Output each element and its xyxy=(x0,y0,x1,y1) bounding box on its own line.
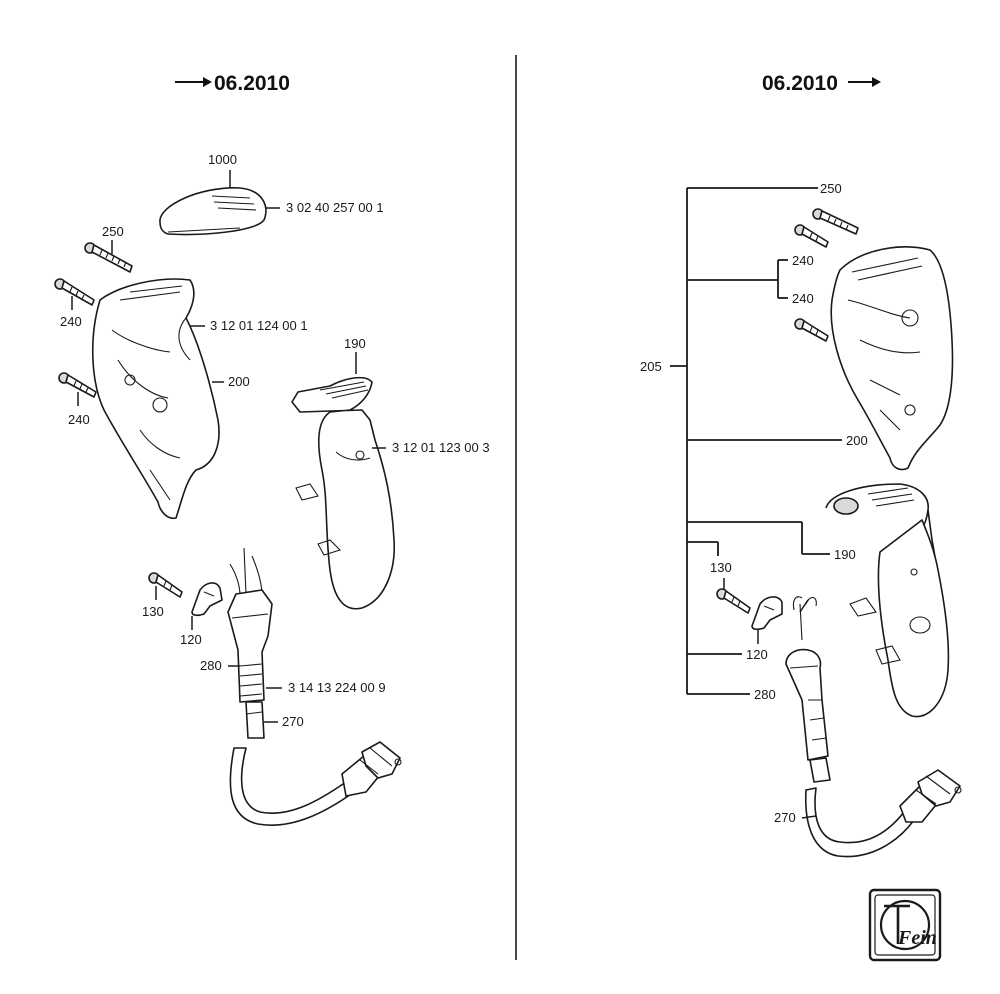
left-header-date: 06.2010 xyxy=(214,72,290,95)
screw-240-right-lower xyxy=(794,318,829,342)
label-200-left: 200 xyxy=(228,374,250,389)
part-280-cable-sleeve-left xyxy=(227,547,273,703)
label-250-left: 250 xyxy=(102,224,124,239)
label-270-right: 270 xyxy=(774,810,796,825)
label-130-left: 130 xyxy=(142,604,164,619)
left-header: 06.2010 xyxy=(175,72,290,95)
partno-1000: 3 02 40 257 00 1 xyxy=(286,200,384,215)
label-280-left: 280 xyxy=(200,658,222,673)
kit-205-bracket xyxy=(670,187,842,695)
label-240-left-b: 240 xyxy=(68,412,90,427)
partno-200: 3 12 01 124 00 1 xyxy=(210,318,308,333)
label-130-right: 130 xyxy=(710,560,732,575)
label-205-right: 205 xyxy=(640,359,662,374)
label-250-right: 250 xyxy=(820,181,842,196)
part-190-handle-shell xyxy=(291,376,396,610)
screw-240-upper xyxy=(54,278,95,306)
arrow-right-icon xyxy=(872,77,881,87)
screw-240-right-upper xyxy=(794,224,829,248)
right-header-date: 06.2010 xyxy=(762,72,838,95)
label-280-right: 280 xyxy=(754,687,776,702)
fein-logo-wordmark: Fein xyxy=(897,927,937,949)
label-1000: 1000 xyxy=(208,152,237,167)
label-120-left: 120 xyxy=(180,632,202,647)
screw-130-right xyxy=(716,588,751,614)
part-1000-switch-cap xyxy=(159,187,267,236)
label-240-left-a: 240 xyxy=(60,314,82,329)
label-270-left: 270 xyxy=(282,714,304,729)
partno-280: 3 14 13 224 00 9 xyxy=(288,680,386,695)
screw-250 xyxy=(84,242,133,273)
screw-240-lower xyxy=(58,372,97,398)
arrow-right-icon xyxy=(203,77,212,87)
partno-190: 3 12 01 123 00 3 xyxy=(392,440,490,455)
part-280-cable-sleeve-right xyxy=(785,596,829,761)
screw-130-left xyxy=(148,572,183,598)
part-190-handle-right xyxy=(825,483,950,718)
right-header: 06.2010 xyxy=(762,72,881,95)
fein-logo: Fein xyxy=(868,888,942,962)
screw-250-right xyxy=(812,208,859,235)
part-200-housing-half-right xyxy=(830,246,954,471)
part-270-power-cord-right xyxy=(804,757,962,858)
part-120-clamp-right xyxy=(751,596,783,631)
label-190-left: 190 xyxy=(344,336,366,351)
right-panel: 06.2010 250 240 240 205 200 190 xyxy=(640,72,962,858)
label-190-right: 190 xyxy=(834,547,856,562)
part-200-housing-half xyxy=(92,278,220,520)
label-240-right-a: 240 xyxy=(792,253,814,268)
part-120-clamp-left xyxy=(191,582,223,617)
label-240-right-b: 240 xyxy=(792,291,814,306)
part-270-power-cord-left xyxy=(229,701,402,826)
left-panel: 06.2010 1000 3 02 40 257 00 1 250 240 xyxy=(54,72,490,826)
label-200-right: 200 xyxy=(846,433,868,448)
label-120-right: 120 xyxy=(746,647,768,662)
